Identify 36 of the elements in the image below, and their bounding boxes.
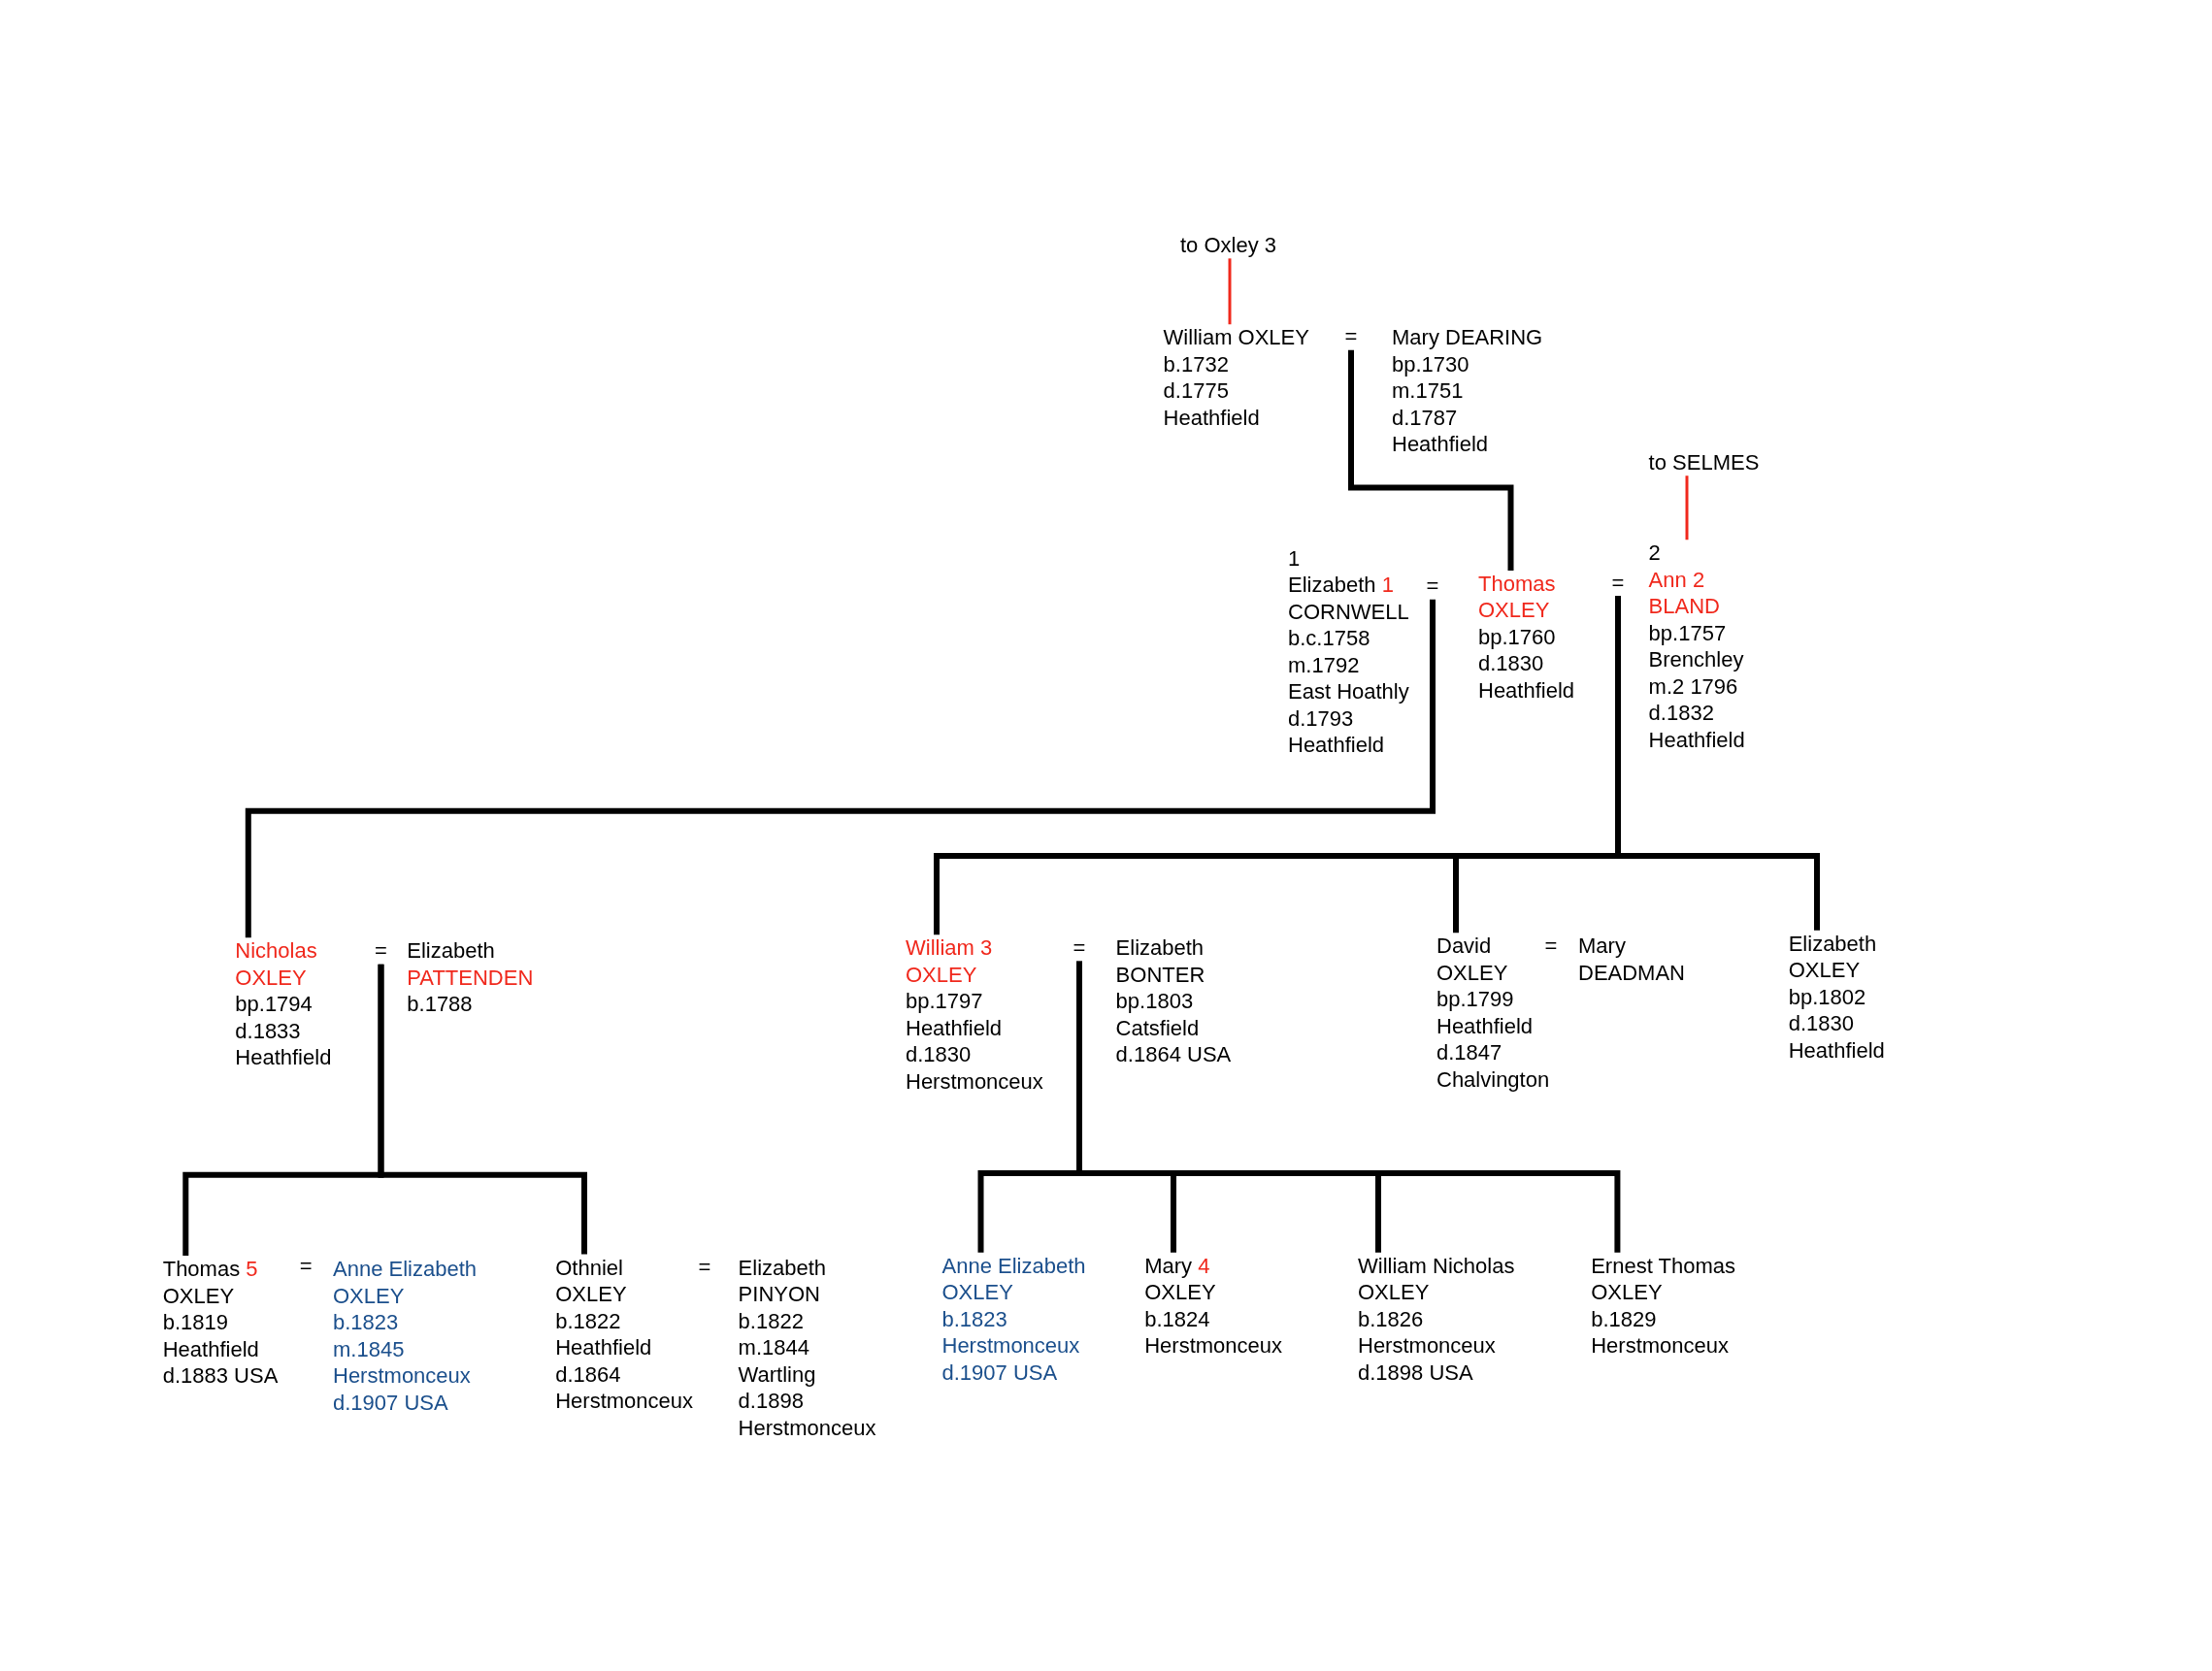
descent-line	[1076, 961, 1621, 1253]
person-entry: William Nicholas OXLEY b.1826 Herstmonceux d.1898 USA	[1358, 1252, 1515, 1387]
person-entry: Elizabeth OXLEY bp.1802 d.1830 Heathfield	[1788, 930, 1885, 1065]
person-entry: Mary DEARING bp.1730 m.1751 d.1787 Heathfield	[1392, 324, 1543, 458]
person-entry: 2 Ann 2 BLAND bp.1757 Brenchley m.2 1796 d.1832 Heathfield	[1648, 540, 1745, 754]
person-entry: Nicholas OXLEY bp.1794 d.1833 Heathfield	[235, 937, 332, 1071]
person-entry: 1 Elizabeth 1 CORNWELL b.c.1758 m.1792 East Hoathly d.1793 Heathfield	[1288, 544, 1409, 759]
descent-line	[378, 964, 587, 1255]
person-entry: Elizabeth PINYON b.1822 m.1844 Wartling d.1898 Herstmonceux	[738, 1254, 876, 1442]
descent-line	[1615, 596, 1820, 931]
cross-reference-note: to Oxley 3	[1180, 231, 1277, 259]
cross-reference-note: to SELMES	[1648, 448, 1760, 476]
marriage-sign: =	[1611, 569, 1625, 597]
person-entry: Thomas OXLEY bp.1760 d.1830 Heathfield	[1478, 570, 1575, 704]
descent-line	[245, 599, 1436, 938]
descent-line	[1348, 349, 1514, 571]
person-entry: Mary DEADMAN	[1578, 933, 1685, 987]
person-entry: Thomas 5 OXLEY b.1819 Heathfield d.1883 USA	[162, 1256, 279, 1390]
person-entry: Anne Elizabeth OXLEY b.1823 Herstmonceux d.1907 USA	[941, 1252, 1086, 1387]
person-entry: Elizabeth BONTER bp.1803 Catsfield d.1864 USA	[1115, 934, 1232, 1068]
marriage-sign: =	[1544, 933, 1558, 960]
marriage-sign: =	[299, 1253, 313, 1280]
person-entry: Ernest Thomas OXLEY b.1829 Herstmonceux	[1591, 1252, 1735, 1360]
marriage-sign: =	[1344, 323, 1358, 350]
marriage-sign: =	[1426, 573, 1439, 600]
person-entry: Anne Elizabeth OXLEY b.1823 m.1845 Herstmonceux d.1907 USA	[333, 1256, 478, 1417]
reference-line	[1685, 475, 1689, 541]
marriage-sign: =	[375, 937, 387, 965]
person-entry: William 3 OXLEY bp.1797 Heathfield d.1830 Herstmonceux	[906, 934, 1043, 1096]
person-entry: William OXLEY b.1732 d.1775 Heathfield	[1163, 324, 1309, 432]
reference-line	[1228, 258, 1232, 325]
person-entry: Othniel OXLEY b.1822 Heathfield d.1864 Herstmonceux	[555, 1254, 694, 1415]
marriage-sign: =	[1073, 934, 1086, 962]
person-entry: Elizabeth PATTENDEN b.1788	[407, 937, 534, 1018]
person-entry: Mary 4 OXLEY b.1824 Herstmonceux	[1144, 1252, 1283, 1360]
marriage-sign: =	[698, 1254, 711, 1281]
